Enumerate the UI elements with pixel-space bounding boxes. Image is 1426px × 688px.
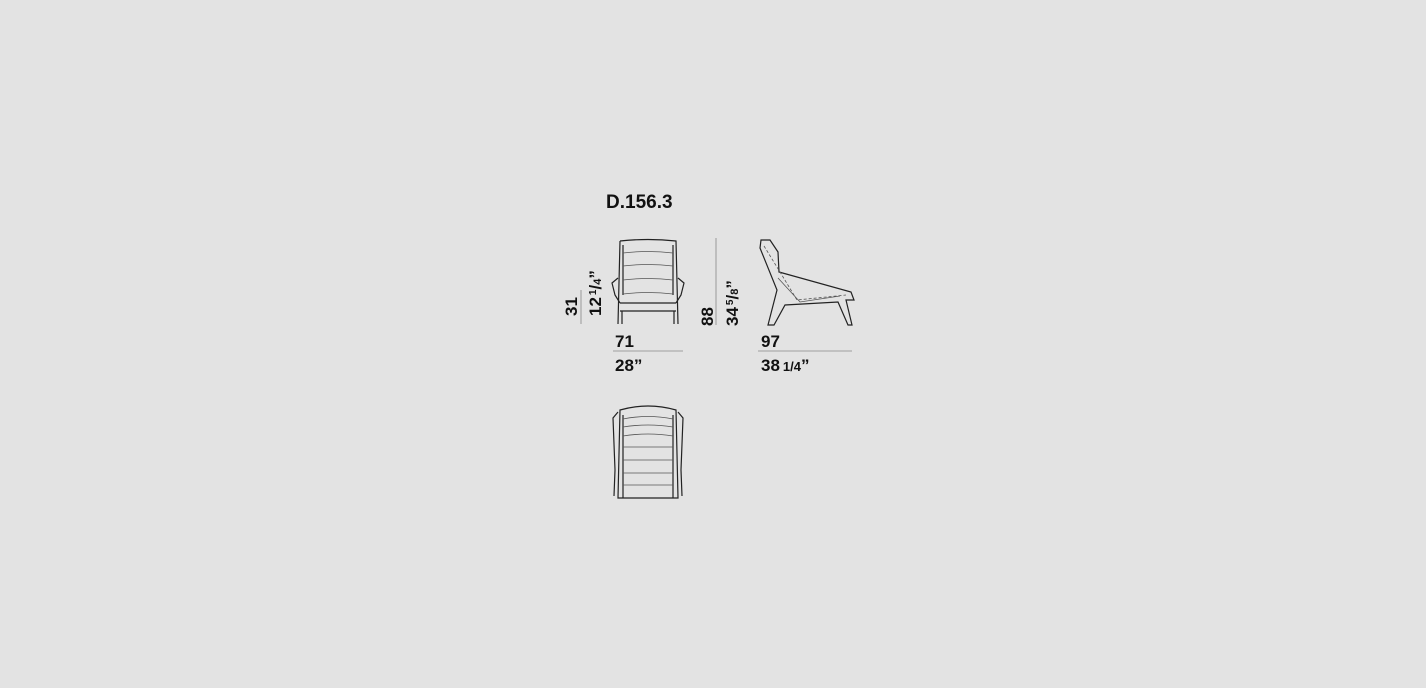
svg-text:345/8”: 345/8”: [723, 280, 742, 326]
top-view: [612, 405, 684, 499]
svg-text:88: 88: [698, 307, 717, 326]
svg-text:121/4”: 121/4”: [586, 270, 605, 316]
svg-text:31: 31: [562, 297, 581, 316]
side-view: [759, 239, 855, 326]
svg-text:28”: 28”: [615, 356, 642, 375]
svg-text:381/4”: 381/4”: [761, 356, 810, 375]
seat-height-dimension: 31 121/4”: [562, 270, 605, 324]
svg-text:97: 97: [761, 332, 780, 351]
model-code: D.156.3: [606, 192, 673, 213]
front-view: [611, 238, 685, 325]
svg-text:71: 71: [615, 332, 634, 351]
height-dimension: 88 345/8”: [698, 238, 742, 326]
width-dimension: 71 28”: [613, 332, 683, 375]
